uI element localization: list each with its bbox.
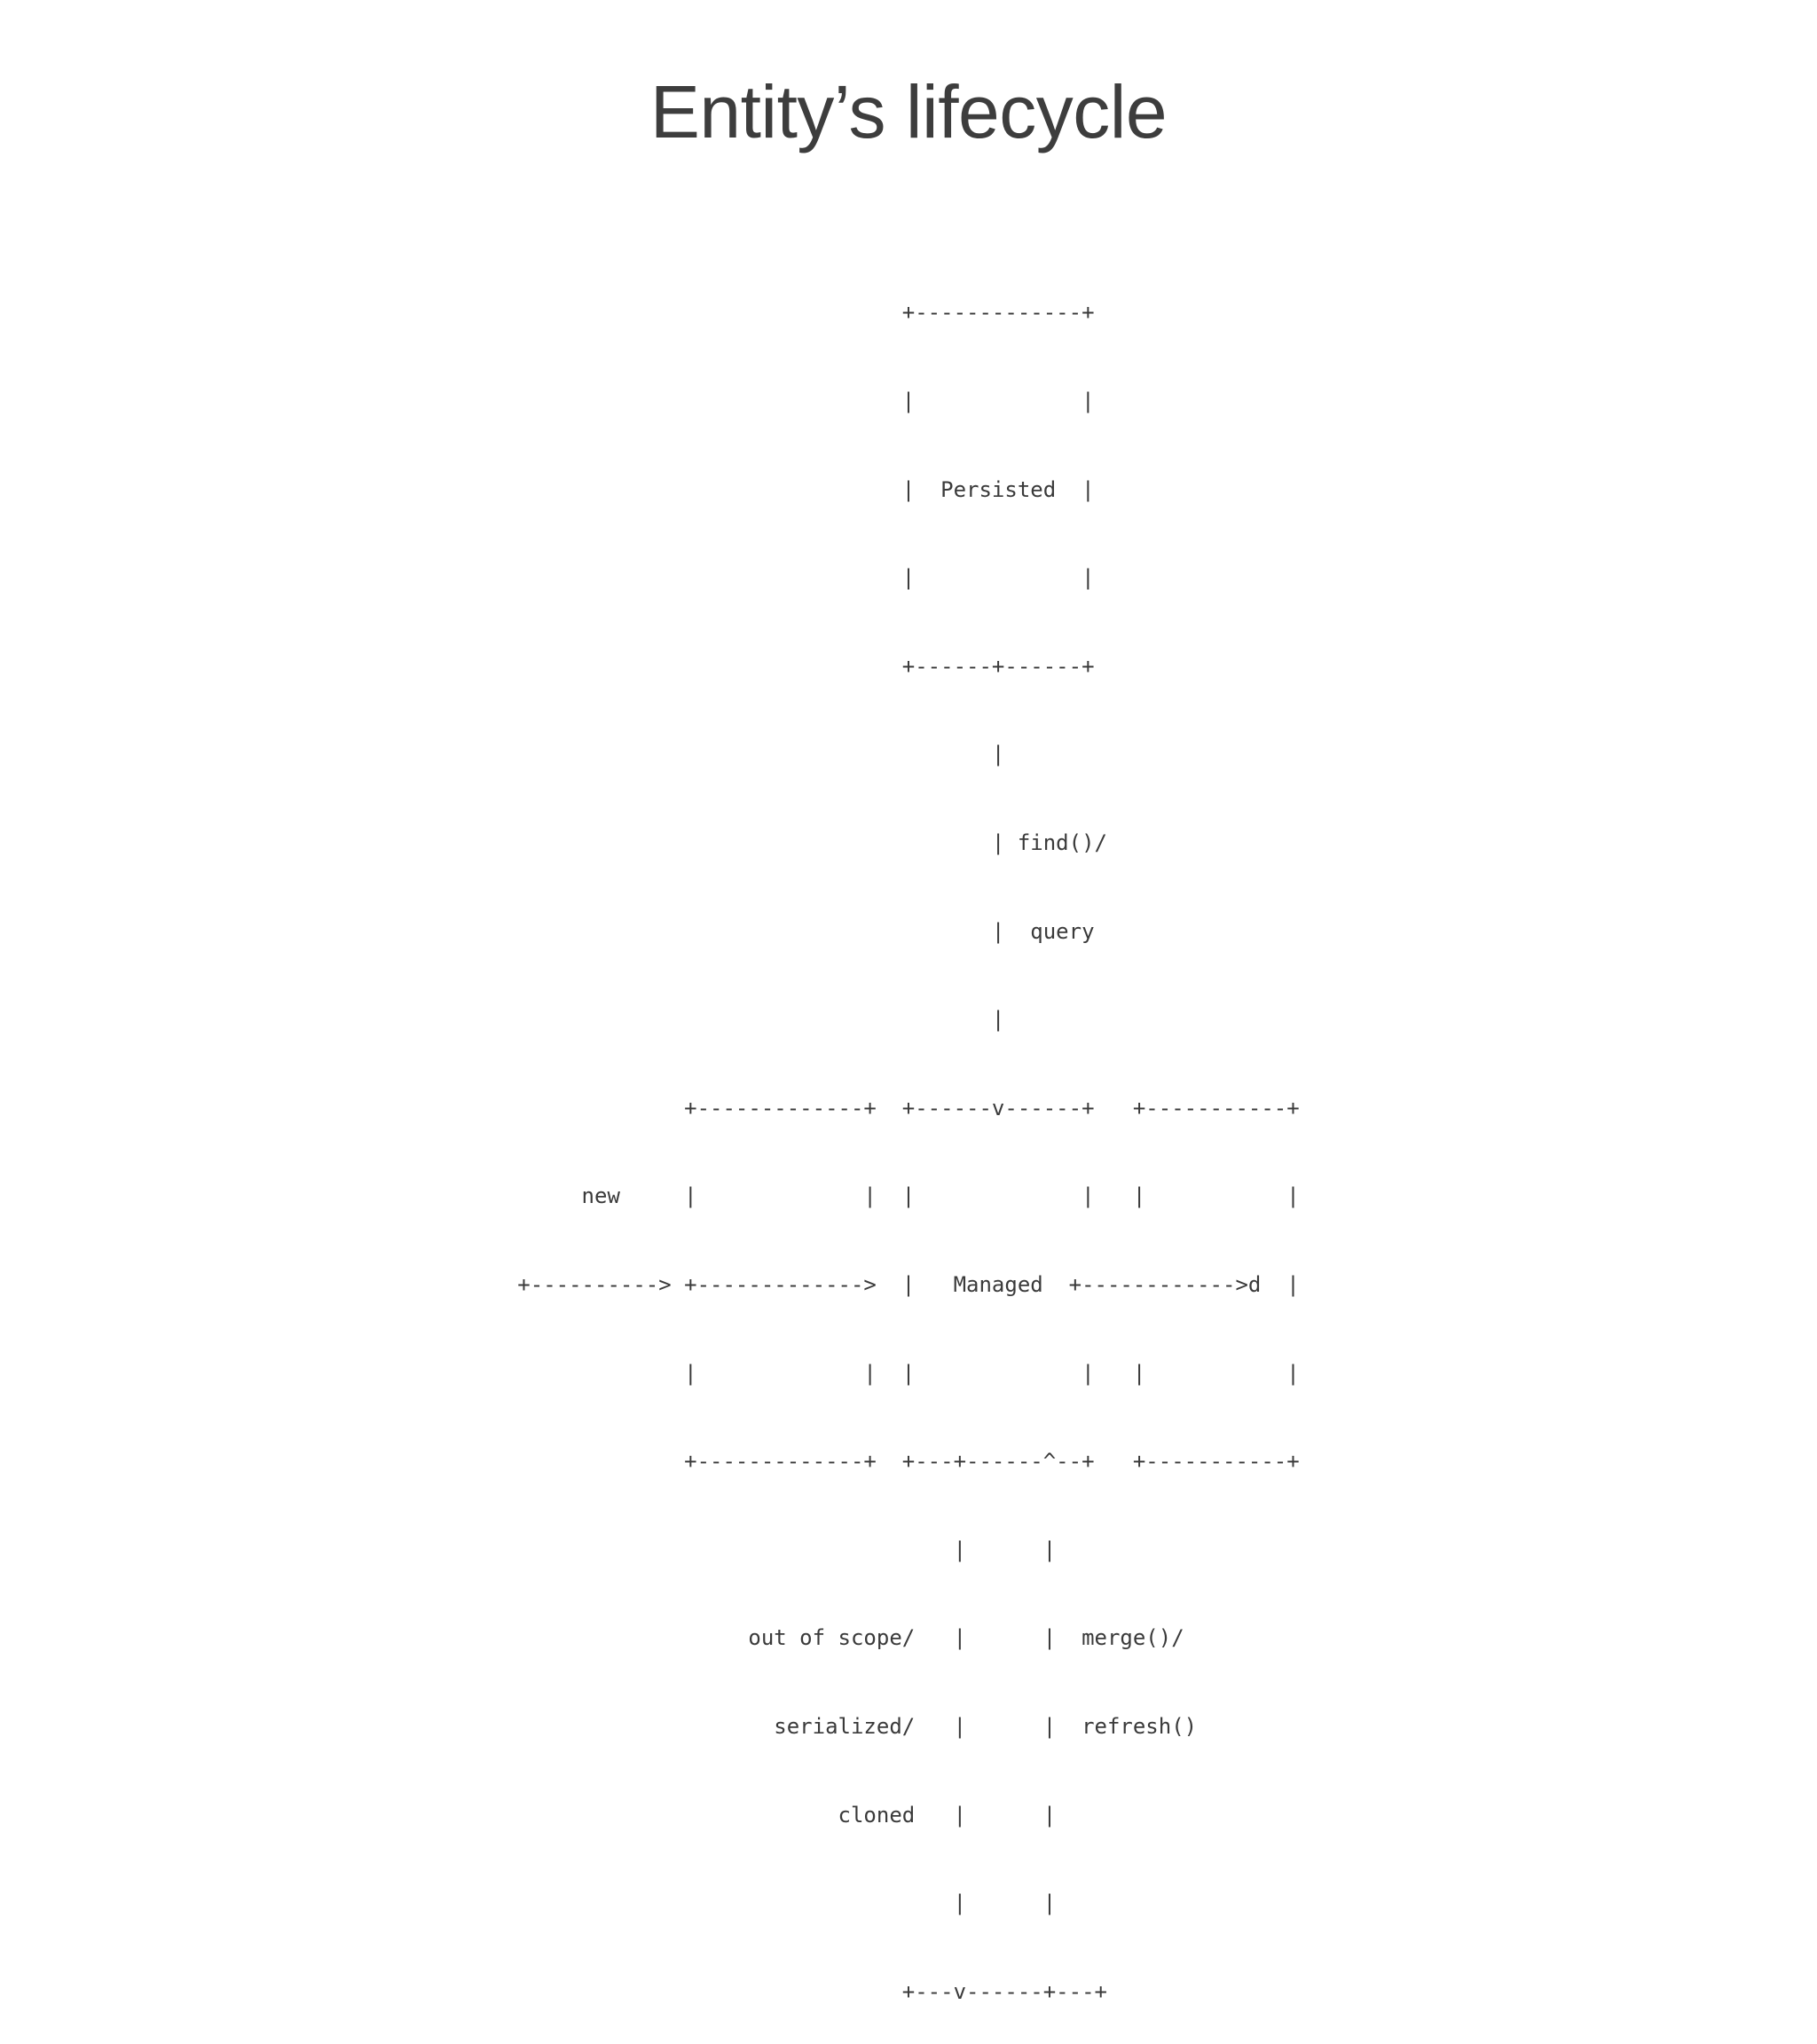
diagram-row-5: |	[517, 742, 1005, 767]
diagram-row-14: | |	[517, 1537, 1057, 1562]
slide: Entity’s lifecycle +-------------+ | | |…	[517, 70, 1300, 2004]
diagram-row-13: +-------------+ +---+------^--+ +-------…	[517, 1449, 1300, 1474]
diagram-row-19: +---v------+---+	[517, 1978, 1107, 2004]
diagram-row-0: +-------------+	[517, 300, 1095, 326]
diagram-row-15: out of scope/ | | merge()/	[517, 1625, 1184, 1651]
diagram-row-9: +-------------+ +------v------+ +-------…	[517, 1095, 1300, 1120]
diagram-row-1: | |	[517, 389, 1095, 413]
diagram-row-11: +----------> +-------------> | Managed +…	[517, 1271, 1300, 1297]
diagram-row-7: | query	[517, 918, 1095, 944]
diagram-row-6: | find()/	[517, 829, 1107, 855]
diagram-row-2: | Persisted |	[517, 476, 1095, 502]
diagram-row-16: serialized/ | | refresh()	[517, 1713, 1198, 1739]
diagram-row-8: |	[517, 1007, 1005, 1033]
diagram-row-18: | |	[517, 1891, 1057, 1916]
diagram-row-10: new | | | | | |	[517, 1183, 1300, 1209]
diagram-row-3: | |	[517, 565, 1095, 591]
entity-lifecycle-ascii-diagram: +-------------+ | | | Persisted | | |	[517, 240, 1299, 2044]
page-title: Entity’s lifecycle	[649, 70, 1168, 153]
diagram-row-4: +------+------+	[517, 653, 1095, 679]
diagram-row-12: | | | | | |	[517, 1360, 1300, 1386]
diagram-row-17: cloned | |	[517, 1802, 1057, 1828]
